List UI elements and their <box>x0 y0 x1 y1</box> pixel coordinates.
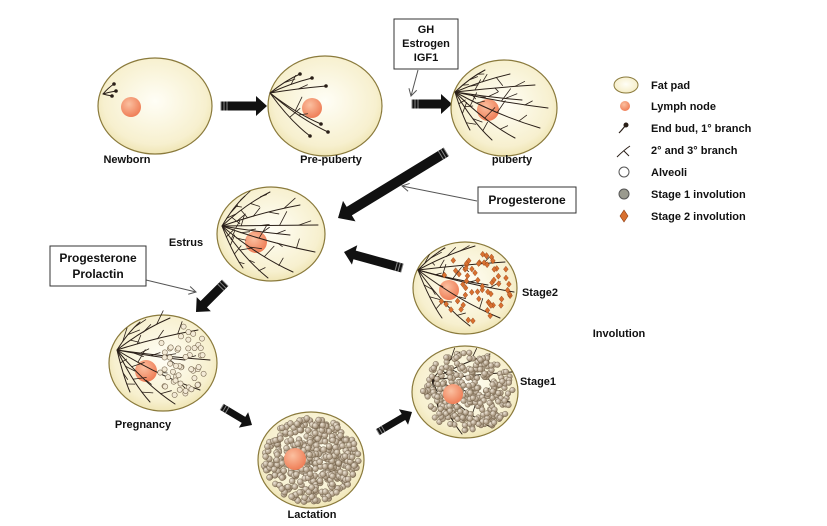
gland-puberty <box>450 59 558 157</box>
legend-label-fat-pad: Fat pad <box>651 80 690 92</box>
stage1-involution-icon <box>618 188 630 200</box>
label-lactation: Lactation <box>288 509 337 521</box>
alveoli-icon <box>618 166 630 178</box>
arrow-newborn-to-prepuberty <box>220 96 267 116</box>
arrow-stage2-to-estrus <box>344 245 404 273</box>
hormone-prolactin: Prolactin <box>72 267 123 281</box>
hormone-progesterone-2: Progesterone <box>59 251 137 265</box>
lymph-node <box>302 98 322 118</box>
end-bud-icon <box>618 122 629 134</box>
lymph-node <box>443 384 463 404</box>
arrow-hormone-pregnancy <box>145 279 197 295</box>
arrow-puberty-to-estrus <box>338 147 450 222</box>
arrow-estrus-to-pregnancy <box>196 279 229 312</box>
label-stage1: Stage1 <box>520 376 556 388</box>
label-pre-puberty: Pre-puberty <box>300 154 363 166</box>
legend-label-lymph-node: Lymph node <box>651 101 716 113</box>
arrows-layer <box>145 69 478 436</box>
gland-lactation <box>257 411 365 509</box>
label-newborn: Newborn <box>103 154 150 166</box>
label-estrus: Estrus <box>169 237 203 249</box>
hormone-progesterone: Progesterone <box>488 193 566 207</box>
label-pregnancy: Pregnancy <box>115 419 172 431</box>
legend: Fat pad Lymph node End bud, 1° branch 2°… <box>613 76 752 223</box>
branch-icon <box>616 145 631 158</box>
legend-label-alveoli: Alveoli <box>651 167 687 179</box>
arrow-pregnancy-to-lactation <box>219 403 252 428</box>
label-stage2: Stage2 <box>522 287 558 299</box>
glands-layer <box>97 55 558 509</box>
gland-prepuberty <box>267 55 383 157</box>
gland-stage2 <box>412 241 518 335</box>
stage2-involution-icon <box>619 209 629 223</box>
arrow-lactation-to-stage1 <box>375 409 412 436</box>
hormone-igf1: IGF1 <box>414 52 438 64</box>
arrow-prepuberty-to-puberty <box>411 94 452 114</box>
lymph-node <box>477 99 499 121</box>
lymph-node <box>439 280 459 300</box>
hormone-gh: GH <box>418 24 435 36</box>
hormone-estrogen: Estrogen <box>402 38 450 50</box>
gland-estrus <box>216 186 326 282</box>
label-puberty: puberty <box>492 154 533 166</box>
legend-label-branch: 2° and 3° branch <box>651 145 738 157</box>
fat-pad-icon <box>613 76 639 94</box>
legend-label-end-bud: End bud, 1° branch <box>651 123 752 135</box>
arrow-hormone-estrus <box>401 182 478 202</box>
gland-pregnancy <box>108 310 218 412</box>
legend-label-stage2-involution: Stage 2 involution <box>651 211 746 223</box>
lymph-node <box>135 360 157 382</box>
hormone-box-puberty: GH Estrogen IGF1 <box>393 18 459 70</box>
label-involution: Involution <box>593 328 646 340</box>
hormone-box-estrus: Progesterone <box>477 186 577 214</box>
lymph-node-icon <box>620 101 630 111</box>
gland-stage1 <box>411 345 519 439</box>
gland-newborn <box>97 57 213 155</box>
lymph-node <box>284 448 306 470</box>
lymph-node <box>245 231 267 253</box>
hormone-box-pregnancy: Progesterone Prolactin <box>49 245 147 287</box>
lymph-node <box>121 97 141 117</box>
arrow-hormone-puberty <box>408 69 419 97</box>
legend-label-stage1-involution: Stage 1 involution <box>651 189 746 201</box>
